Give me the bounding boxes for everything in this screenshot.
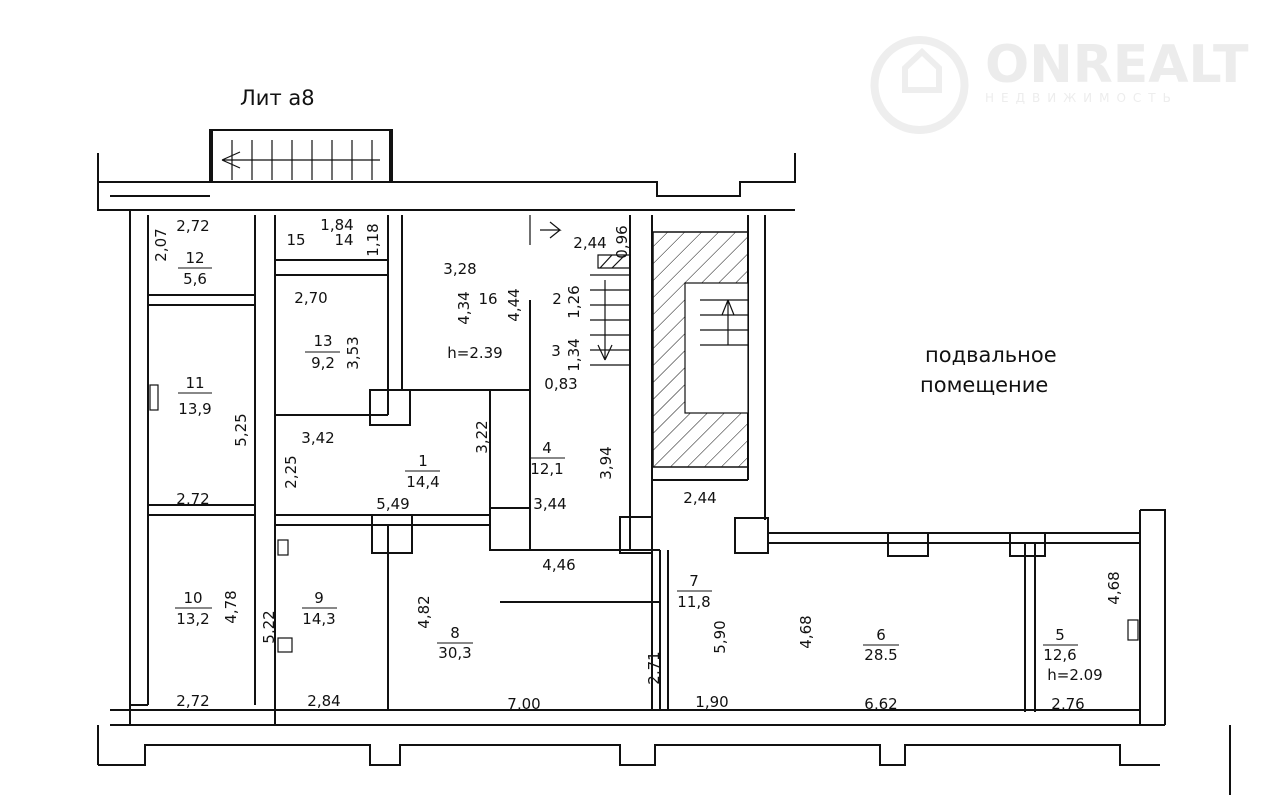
room-label: 12,6 bbox=[1043, 646, 1076, 664]
outside-label-1: подвальное bbox=[925, 343, 1057, 367]
room-11: 11 13,9 bbox=[178, 374, 212, 418]
dimension-label: 0,83 bbox=[544, 375, 577, 393]
room-label: 10 bbox=[183, 589, 202, 607]
room-3: 3 bbox=[551, 342, 561, 360]
room-5: 5 12,6 h=2.09 bbox=[1043, 626, 1103, 684]
room-label: 5 bbox=[1055, 626, 1065, 644]
sink-icon bbox=[277, 637, 293, 653]
room-label: 14,3 bbox=[302, 610, 335, 628]
dimension-label: 3,53 bbox=[344, 336, 362, 369]
dimension-label: 3,44 bbox=[533, 495, 566, 513]
dimension-label: 4,68 bbox=[797, 615, 815, 648]
dimension-label: 4,78 bbox=[222, 590, 240, 623]
dimension-label: 1,84 bbox=[320, 216, 353, 234]
dimension-label: 5,25 bbox=[232, 413, 250, 446]
dimension-label: 2,76 bbox=[1051, 695, 1084, 713]
room-label: 4 bbox=[542, 439, 552, 457]
dimension-label: 5,90 bbox=[711, 620, 729, 653]
room-label: 16 bbox=[478, 290, 497, 308]
dimension-label: 2,71 bbox=[645, 651, 663, 684]
room-label: 6 bbox=[876, 626, 886, 644]
walls bbox=[97, 129, 1231, 795]
room-10: 10 13,2 bbox=[175, 589, 212, 628]
dimension-label: 0,96 bbox=[613, 225, 631, 258]
room-label: 11,8 bbox=[677, 593, 710, 611]
dimension-label: 2,07 bbox=[152, 228, 170, 261]
dimension-label: 2,84 bbox=[307, 692, 340, 710]
house-pin-icon bbox=[870, 36, 969, 134]
dimension-labels: 2,72 2,07 1,84 1,18 3,28 4,34 4,44 2,44 … bbox=[152, 216, 1123, 713]
dimension-label: 4,82 bbox=[415, 595, 433, 628]
watermark-logo: ONREALT НЕДВИЖИМОСТЬ bbox=[870, 35, 1249, 134]
room-label: 9,2 bbox=[311, 354, 335, 372]
room-label: 8 bbox=[450, 624, 460, 642]
dimension-label: 4,68 bbox=[1105, 571, 1123, 604]
room-2: 2 bbox=[552, 290, 562, 308]
room-label: 28.5 bbox=[864, 646, 897, 664]
room-label: 15 bbox=[286, 231, 305, 249]
room-label: 12 bbox=[185, 249, 204, 267]
room-label: 30,3 bbox=[438, 644, 471, 662]
room-label: 11 bbox=[185, 374, 204, 392]
toilet-icon bbox=[277, 539, 289, 556]
room-label: h=2.39 bbox=[447, 344, 502, 362]
dimension-label: 3,28 bbox=[443, 260, 476, 278]
room-16: 16 h=2.39 bbox=[447, 290, 502, 362]
room-13: 139,2 bbox=[305, 332, 340, 372]
room-label: 13 bbox=[313, 332, 332, 350]
room-label: 7 bbox=[689, 572, 699, 590]
dimension-label: 3,22 bbox=[473, 420, 491, 453]
dimension-label: 2,72 bbox=[176, 217, 209, 235]
dimension-label: 3,94 bbox=[597, 446, 615, 479]
dimension-label: 3,42 bbox=[301, 429, 334, 447]
room-14: 14 bbox=[334, 231, 353, 249]
plan-title: Лит а8 bbox=[240, 86, 315, 110]
room-label: 3 bbox=[551, 342, 561, 360]
dimension-label: 2,72 bbox=[176, 692, 209, 710]
dimension-label: 2,44 bbox=[683, 489, 716, 507]
outside-label-2: помещение bbox=[920, 373, 1048, 397]
room-label: 2 bbox=[552, 290, 562, 308]
room-8: 830,3 bbox=[437, 624, 473, 662]
room-label: 14 bbox=[334, 231, 353, 249]
room-label: 14,4 bbox=[406, 473, 439, 491]
room-4: 412,1 bbox=[530, 439, 565, 478]
dimension-label: 2,44 bbox=[573, 234, 606, 252]
dimension-label: 5,22 bbox=[260, 610, 278, 643]
room-label: 12,1 bbox=[530, 460, 563, 478]
room-label: 5,6 bbox=[183, 270, 207, 288]
dimension-label: 4,46 bbox=[542, 556, 575, 574]
room-7: 711,8 bbox=[677, 572, 712, 611]
watermark-tagline: НЕДВИЖИМОСТЬ bbox=[985, 91, 1178, 105]
dimension-label: 1,18 bbox=[364, 223, 382, 256]
room-6: 628.5 bbox=[863, 626, 899, 664]
dimension-label: 5,49 bbox=[376, 495, 409, 513]
room-label: 9 bbox=[314, 589, 324, 607]
room-9: 914,3 bbox=[302, 589, 337, 628]
watermark-brand: ONREALT bbox=[985, 35, 1249, 95]
room-1: 114,4 bbox=[405, 452, 440, 491]
dimension-label: 1,26 bbox=[565, 285, 583, 318]
dimension-label: 4,34 bbox=[455, 291, 473, 324]
dimension-label: 2,70 bbox=[294, 289, 327, 307]
dimension-label: 2,72 bbox=[176, 490, 209, 508]
room-12: 125,6 bbox=[178, 249, 212, 288]
room-label: 13,2 bbox=[176, 610, 209, 628]
dimension-label: 7,00 bbox=[507, 695, 540, 713]
room-label: 1 bbox=[418, 452, 428, 470]
dimension-label: 1,34 bbox=[565, 338, 583, 371]
dimension-label: 6,62 bbox=[864, 695, 897, 713]
room-label: h=2.09 bbox=[1047, 666, 1102, 684]
dimension-label: 4,44 bbox=[505, 288, 523, 321]
room-label: 13,9 bbox=[178, 400, 211, 418]
room-15: 15 bbox=[286, 231, 305, 249]
dimension-label: 1,90 bbox=[695, 693, 728, 711]
dimension-label: 2,25 bbox=[282, 455, 300, 488]
